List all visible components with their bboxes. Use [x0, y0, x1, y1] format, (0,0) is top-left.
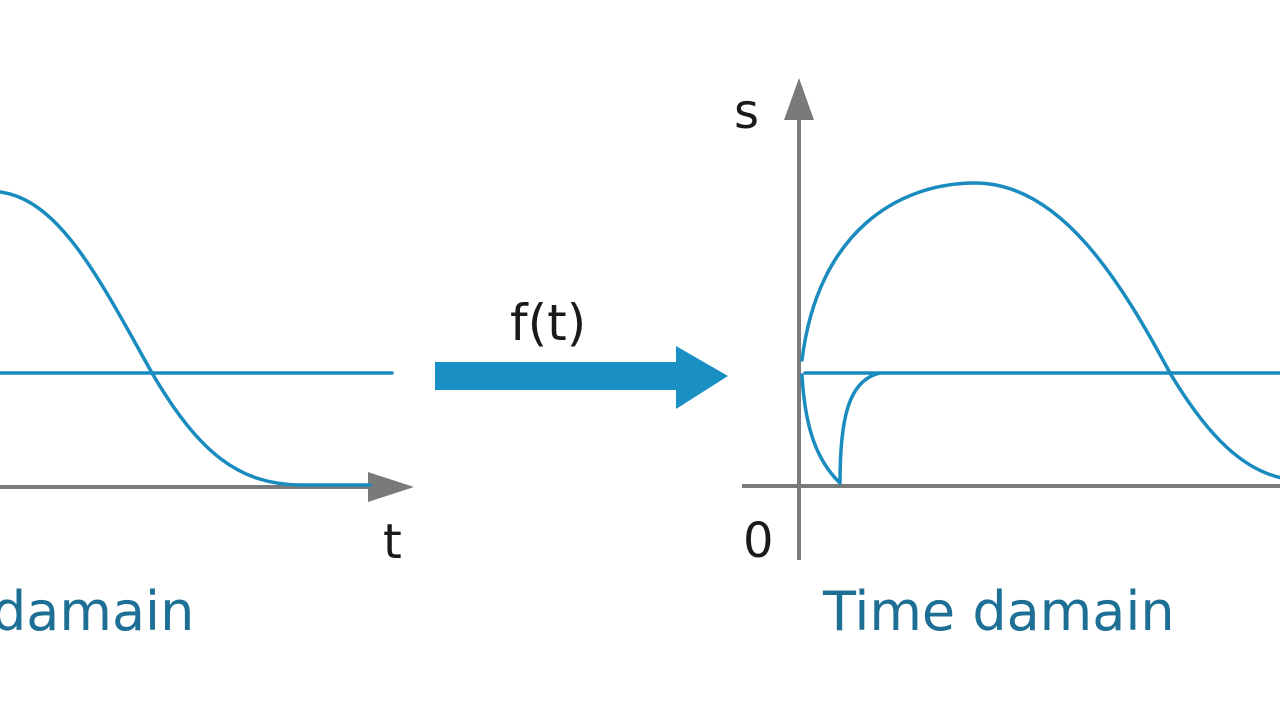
transform-arrow-shaft [435, 362, 680, 390]
left-signal-curve [0, 190, 372, 487]
left-x-axis-label: t [383, 514, 402, 570]
right-panel: s 0 Time damain [734, 78, 1280, 643]
transform-function-label: f(t) [510, 294, 586, 352]
transform-arrow: f(t) [435, 294, 728, 409]
right-y-axis-arrowhead [784, 78, 814, 120]
right-origin-label: 0 [743, 513, 774, 569]
right-caption: Time damain [822, 580, 1175, 643]
transform-arrow-head [676, 346, 728, 409]
right-transient-curve [800, 371, 882, 485]
left-caption: damain [0, 580, 194, 643]
left-x-axis-arrowhead [368, 472, 414, 502]
right-signal-curve [800, 181, 1280, 480]
left-panel: t damain [0, 190, 414, 643]
right-y-axis-label: s [734, 84, 759, 140]
